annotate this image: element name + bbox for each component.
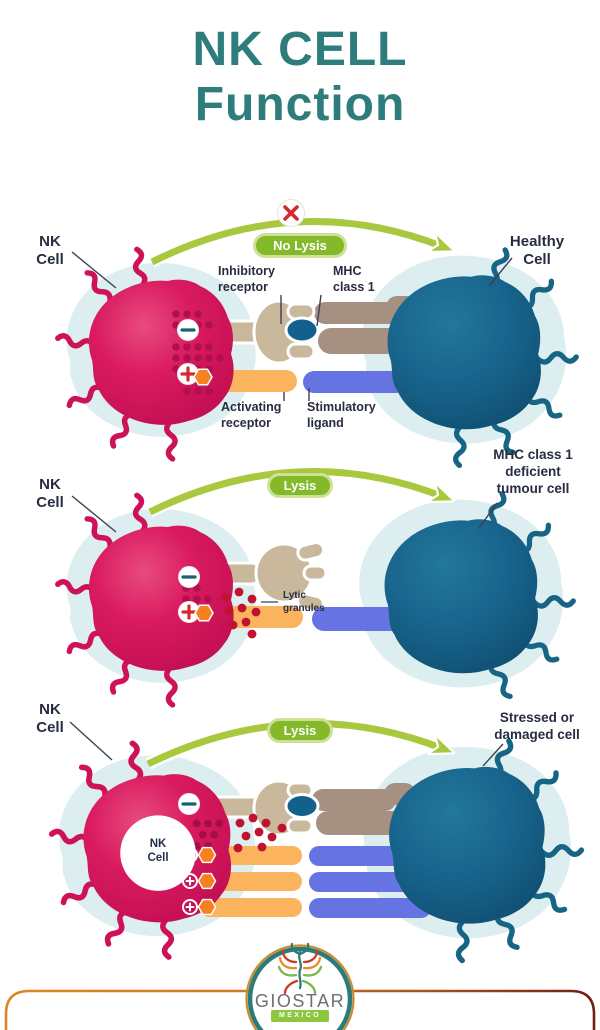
lytic-granules-label: Lytic granules xyxy=(283,590,325,614)
pointer-lines xyxy=(71,495,498,603)
lysis-badge: Lysis xyxy=(267,718,333,743)
hexagon-ligand-icon xyxy=(193,368,213,386)
hexagon-ligand-icon xyxy=(194,604,214,622)
stimulatory-ligand-bar xyxy=(303,371,407,393)
footer-graphics xyxy=(4,942,596,1030)
hexagon-ligand-icons xyxy=(197,846,217,916)
mexico-badge: MEXICO xyxy=(271,1010,329,1022)
logo-gold-ring xyxy=(245,944,355,1030)
lysis-badge: Lysis xyxy=(267,473,333,498)
lytic-granules-dots xyxy=(221,587,261,639)
minus-icon xyxy=(177,319,199,341)
panel-no-lysis xyxy=(57,199,576,466)
activating-receptor-label: Activating receptor xyxy=(221,400,282,430)
stimulatory-ligand-label: Stimulatory ligand xyxy=(307,400,376,430)
pointer-lines xyxy=(71,251,513,401)
stressed-cell-label: Stressed or damaged cell xyxy=(494,710,580,743)
healthy-cell-label: Healthy Cell xyxy=(509,233,565,269)
minus-icon xyxy=(178,566,200,588)
plus-icon xyxy=(177,363,199,385)
mhc-ligand-knob xyxy=(284,793,320,819)
page-title: NK CELL Function xyxy=(0,22,600,132)
no-lysis-x-icon xyxy=(277,199,305,227)
logo-circle xyxy=(247,946,353,1030)
inhibitory-receptor-label: Inhibitory receptor xyxy=(218,264,275,294)
mhc-deficient-cell-label: MHC class 1 deficient tumour cell xyxy=(493,447,573,497)
title-line1: NK CELL xyxy=(192,23,408,76)
mhc-class1-label: MHC class 1 xyxy=(333,264,375,294)
nk-cell-label: NK Cell xyxy=(36,701,64,737)
lytic-granules-dots xyxy=(233,813,287,853)
title-line2: Function xyxy=(194,78,406,132)
plus-icons xyxy=(182,847,198,915)
pointer-lines xyxy=(69,721,504,767)
panel-mhc-deficient xyxy=(57,465,573,706)
nk-cell-inner-circle xyxy=(120,815,196,891)
nk-cell-label: NK Cell xyxy=(36,233,64,269)
giostar-tree-icon xyxy=(277,942,323,995)
mhc-ligand-knob xyxy=(284,316,320,344)
nk-cell-inner-label: NK Cell xyxy=(147,838,169,864)
minus-icon xyxy=(178,793,200,815)
nk-cell-shape xyxy=(51,743,232,958)
arc-arrow xyxy=(148,468,441,516)
panel-stressed-cell xyxy=(51,717,582,961)
no-lysis-badge: No Lysis xyxy=(253,233,347,258)
nk-cell-label: NK Cell xyxy=(36,476,64,512)
giostar-logo-text: GIOSTAR xyxy=(254,991,346,1011)
